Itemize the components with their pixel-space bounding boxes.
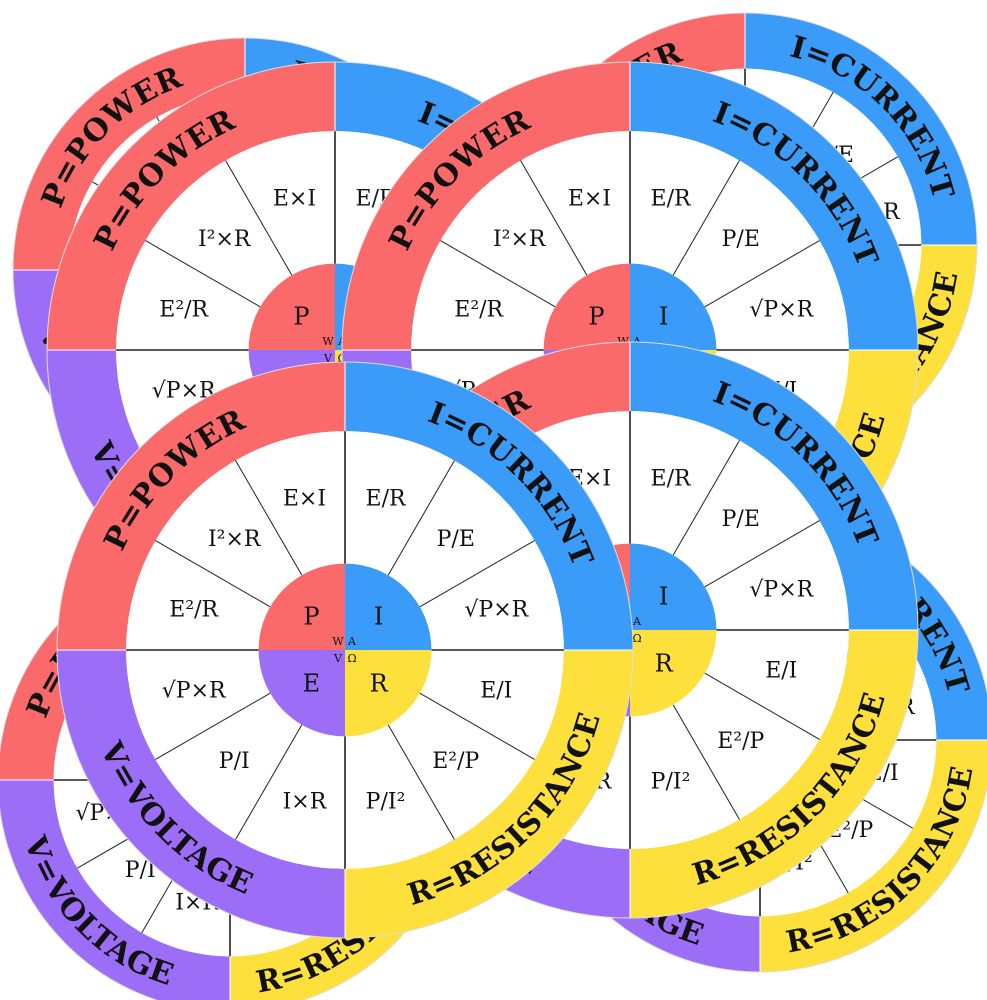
formula-current-2: √P×R — [464, 597, 529, 622]
ring-segment-resistance — [345, 650, 633, 938]
center-letter-current: I — [374, 602, 383, 630]
formula-voltage-2: √P×R — [162, 679, 227, 704]
center-resistance — [630, 630, 717, 717]
sector-divider — [440, 240, 556, 308]
ring-segment-resistance — [760, 740, 987, 972]
formula-power-0: E²/R — [169, 597, 219, 622]
sector-divider — [235, 460, 303, 576]
ring-segment-power — [57, 362, 345, 650]
unit-resistance: Ω — [632, 632, 641, 645]
ring-segment-power — [47, 62, 335, 350]
unit-power: W — [332, 635, 344, 648]
center-power — [248, 263, 335, 350]
formula-power-1: I²×R — [208, 527, 262, 552]
ring-segment-current — [745, 13, 977, 245]
formula-power-0: E²/R — [159, 297, 209, 322]
ring-segment-current — [630, 62, 918, 350]
formula-resistance-0: E/I — [480, 679, 512, 704]
center-letter-current: I — [659, 302, 668, 330]
center-current — [630, 263, 717, 350]
unit-resistance: Ω — [347, 652, 356, 665]
sector-divider — [672, 440, 740, 556]
formula-power-2: E×I — [568, 187, 611, 212]
sector-divider — [387, 460, 455, 576]
ring-segment-current — [630, 342, 918, 630]
center-power — [258, 563, 345, 650]
formula-resistance-1: E²/P — [432, 749, 479, 774]
formula-current-0: E/R — [366, 487, 407, 512]
unit-current: A — [632, 615, 642, 628]
center-letter-voltage: E — [303, 670, 321, 698]
sector-divider — [672, 160, 740, 276]
formula-resistance-2: P/I² — [366, 789, 406, 814]
formula-current-2: √P×R — [749, 297, 814, 322]
ring-segment-current — [345, 362, 633, 650]
formula-resistance-1: E²/P — [717, 729, 764, 754]
center-resistance — [345, 650, 432, 737]
center-letter-resistance: R — [655, 650, 674, 678]
formula-resistance-2: P/I² — [651, 769, 691, 794]
ring-segment-resistance — [630, 630, 918, 918]
sector-divider — [704, 520, 820, 588]
unit-current: A — [347, 635, 357, 648]
formula-power-2: E×I — [283, 487, 326, 512]
formula-power-1: I²×R — [493, 227, 547, 252]
formula-current-1: P/E — [437, 527, 475, 552]
ring-segment-power — [13, 38, 245, 270]
ring-segment-voltage — [0, 780, 230, 1000]
formula-resistance-0: E/I — [765, 659, 797, 684]
formula-power-1: I²×R — [198, 227, 252, 252]
formula-current-1: P/E — [722, 227, 760, 252]
unit-voltage: V — [333, 652, 343, 665]
sector-divider — [419, 540, 535, 608]
center-letter-power: P — [303, 602, 319, 630]
unit-voltage: V — [323, 352, 333, 365]
sector-divider — [419, 692, 535, 760]
center-letter-current: I — [659, 582, 668, 610]
formula-current-2: √P×R — [749, 577, 814, 602]
sector-divider — [145, 240, 261, 308]
sector-divider — [225, 160, 293, 276]
wheel-outline — [56, 361, 634, 939]
center-current — [630, 543, 717, 630]
sector-divider — [235, 724, 303, 840]
center-voltage — [258, 650, 345, 737]
sector-divider — [704, 240, 820, 308]
unit-current: A — [632, 335, 642, 348]
sector-divider — [387, 724, 455, 840]
sector-divider — [155, 692, 271, 760]
sector-divider — [704, 672, 820, 740]
formula-power-2: E×I — [273, 187, 316, 212]
center-letter-power: P — [293, 302, 309, 330]
sector-divider — [520, 160, 588, 276]
unit-power: W — [322, 335, 334, 348]
sector-divider — [672, 704, 740, 820]
center-current — [345, 563, 432, 650]
sector-divider — [155, 540, 271, 608]
ring-segment-power — [342, 62, 630, 350]
center-letter-resistance: R — [370, 670, 389, 698]
formula-voltage-0: I×R — [283, 789, 328, 814]
formula-current-1: P/E — [722, 507, 760, 532]
formula-voltage-1: P/I — [219, 749, 250, 774]
formula-power-0: E²/R — [454, 297, 504, 322]
formula-current-0: E/R — [651, 187, 692, 212]
ring-segment-voltage — [57, 650, 345, 938]
center-power — [543, 263, 630, 350]
formula-current-0: E/R — [651, 467, 692, 492]
center-letter-power: P — [588, 302, 604, 330]
